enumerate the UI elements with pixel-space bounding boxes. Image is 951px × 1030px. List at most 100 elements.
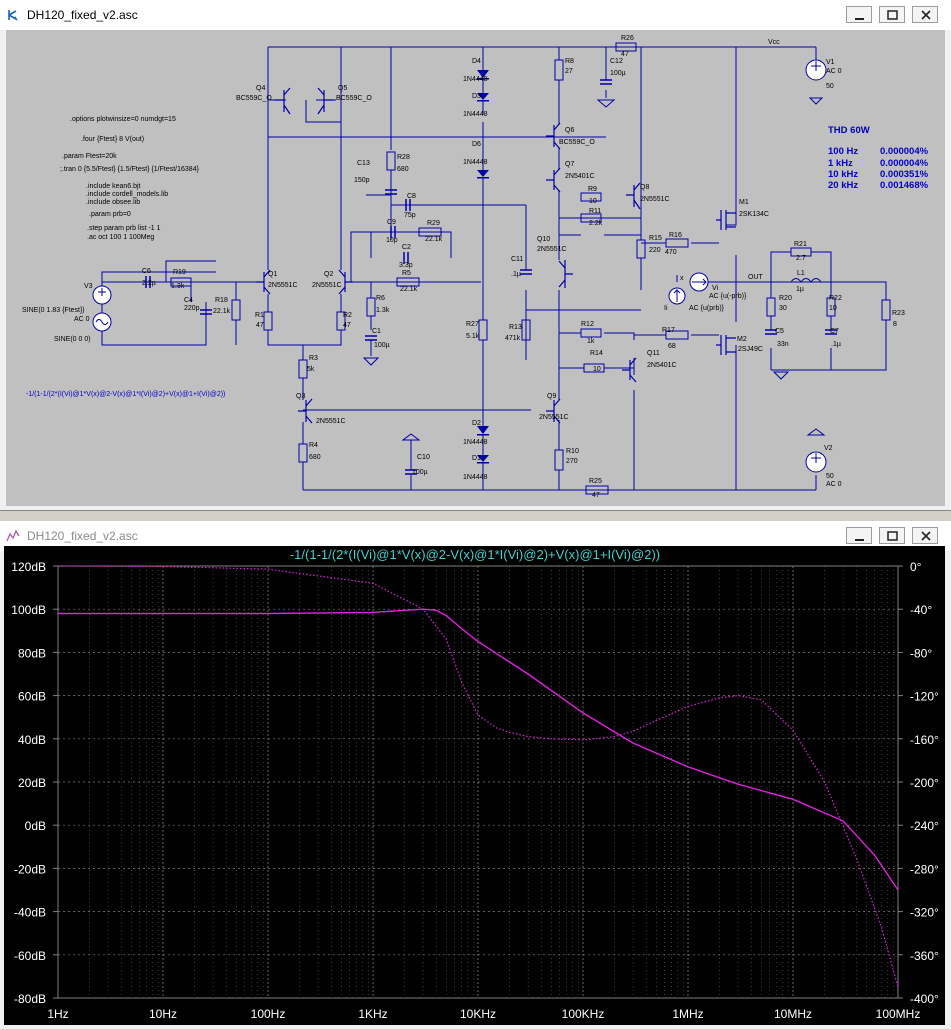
v3-sine-label: SINE(0 1.83 {Ftest}) [22, 307, 85, 314]
component-value-q9: 2N5551C [539, 414, 569, 421]
x-tick-label: 10MHz [774, 1007, 812, 1021]
x-tick-label: 100MHz [876, 1007, 921, 1021]
component-value-r15: 220 [649, 247, 661, 254]
component-value-r17: 68 [668, 343, 676, 350]
v2-label: V2 [824, 445, 833, 452]
component-value-q6: BC559C_O [559, 139, 595, 146]
component-ref-c12: C12 [610, 58, 623, 65]
schematic-diodes [477, 70, 489, 464]
thd-freq-3: 10 kHz [828, 169, 858, 180]
plot-window: DH120_fixed_v2.asc -1/(1-1/(2*(I(Vi)@1*V… [0, 521, 951, 1029]
component-value-r1: 47 [256, 322, 264, 329]
component-ref-r6: R6 [376, 295, 385, 302]
component-value-r12: 1k [587, 338, 595, 345]
component-ref-r18: R18 [215, 297, 228, 304]
component-value-l1: 1µ [796, 286, 804, 293]
component-ref-d6: D6 [472, 141, 481, 148]
v1-ac-label: AC 0 [826, 68, 842, 75]
x-tick-label: 1MHz [672, 1007, 703, 1021]
bode-plot[interactable]: -1/(1-1/(2*(I(Vi)@1*V(x)@2-V(x)@1*I(Vi)@… [4, 546, 945, 1025]
source-symbols [95, 61, 886, 463]
close-icon [921, 531, 931, 541]
component-value-q4: BC559C_O [236, 95, 272, 102]
directive-6: .include cordell_models.lib [86, 191, 168, 198]
component-ref-d1: D1 [472, 455, 481, 462]
component-ref-r11: R11 [589, 208, 601, 215]
schematic-wires [101, 46, 887, 491]
component-ref-r15: R15 [649, 235, 662, 242]
x-tick-label: 1KHz [358, 1007, 387, 1021]
component-ref-r2: R2 [343, 312, 352, 319]
plot-pane[interactable]: -1/(1-1/(2*(I(Vi)@1*V(x)@2-V(x)@1*I(Vi)@… [4, 546, 945, 1025]
component-value-c11: .1µ [511, 271, 521, 278]
component-ref-c10: C10 [417, 454, 430, 461]
y-left-tick-label: 40dB [18, 733, 46, 747]
component-value-r19: 1.3k [171, 283, 185, 290]
component-ref-c6: C6 [142, 268, 151, 275]
schematic-titlebar[interactable]: DH120_fixed_v2.asc [0, 0, 951, 30]
minimize-button[interactable] [846, 6, 872, 23]
component-value-r28: 680 [397, 166, 409, 173]
restore-icon [887, 531, 898, 541]
schematic-sources [92, 59, 827, 473]
component-ref-m2: M2 [737, 336, 747, 343]
component-ref-q7: Q7 [565, 161, 574, 168]
y-right-tick-label: -240° [910, 819, 939, 833]
component-value-r18: 22.1k [213, 308, 231, 315]
schematic-transistors [256, 87, 736, 424]
component-value-r23: 8 [893, 321, 897, 328]
component-value-r5: 22.1k [400, 286, 418, 293]
component-value-q5: BC559C_O [336, 95, 372, 102]
component-ref-c5: C5 [775, 328, 784, 335]
component-ref-q3: Q3 [296, 393, 305, 400]
plot-window-title: DH120_fixed_v2.asc [27, 529, 138, 543]
plot-minimize-button[interactable] [846, 527, 872, 544]
plot-restore-button[interactable] [879, 527, 905, 544]
magnitude-trace[interactable] [58, 608, 899, 891]
probe-ii-ac: AC {u(prb)} [689, 305, 725, 312]
component-value-c7: .1µ [831, 341, 841, 348]
component-ref-r17: R17 [662, 327, 675, 334]
component-value-r4: 680 [309, 454, 321, 461]
component-value-r6: 1.3k [376, 307, 390, 314]
close-button[interactable] [912, 6, 938, 23]
schematic-drawing[interactable]: Q4BC559C_OQ5BC559C_OD41N4448D31N4448D61N… [6, 30, 945, 506]
plot-close-button[interactable] [912, 527, 938, 544]
x-tick-label: 1Hz [47, 1007, 68, 1021]
component-ref-r5: R5 [402, 270, 411, 277]
thd-value-2: 0.000004% [880, 158, 929, 169]
component-value-r14: 10 [593, 366, 601, 373]
schematic-window-title: DH120_fixed_v2.asc [27, 8, 138, 22]
component-ref-r4: R4 [309, 442, 318, 449]
component-value-q2: 2N5551C [312, 282, 342, 289]
directive-5: .include kean6.bjt [86, 183, 141, 190]
restore-icon [887, 10, 898, 20]
phase-trace[interactable] [57, 565, 899, 988]
component-ref-c13: C13 [357, 160, 370, 167]
component-value-r3: 5k [307, 366, 315, 373]
y-left-tick-label: 120dB [11, 560, 46, 574]
y-left-tick-label: -40dB [14, 906, 46, 920]
component-value-c5: 33n [777, 341, 789, 348]
y-right-tick-label: -320° [910, 906, 939, 920]
component-value-q1: 2N5551C [268, 282, 298, 289]
component-value-m1: 2SK134C [739, 211, 769, 218]
x-tick-label: 100KHz [562, 1007, 605, 1021]
probe-vi-ac: AC {u(-prb)} [709, 293, 747, 300]
component-ref-q10: Q10 [537, 236, 550, 243]
component-ref-c2: C2 [402, 244, 411, 251]
directive-9: .step param prb list -1 1 [87, 225, 161, 232]
component-value-q3: 2N5551C [316, 418, 346, 425]
trace-title[interactable]: -1/(1-1/(2*(I(Vi)@1*V(x)@2-V(x)@1*I(Vi)@… [290, 547, 660, 562]
component-value-c4: 220p [184, 305, 200, 312]
component-ref-d3: D3 [472, 93, 481, 100]
component-value-r10: 270 [566, 458, 578, 465]
schematic-capacitors [145, 79, 837, 475]
component-value-d4: 1N4448 [463, 76, 488, 83]
component-value-r16: 470 [665, 249, 677, 256]
component-value-q7: 2N5401C [565, 173, 595, 180]
restore-button[interactable] [879, 6, 905, 23]
component-ref-r19: R19 [173, 269, 186, 276]
